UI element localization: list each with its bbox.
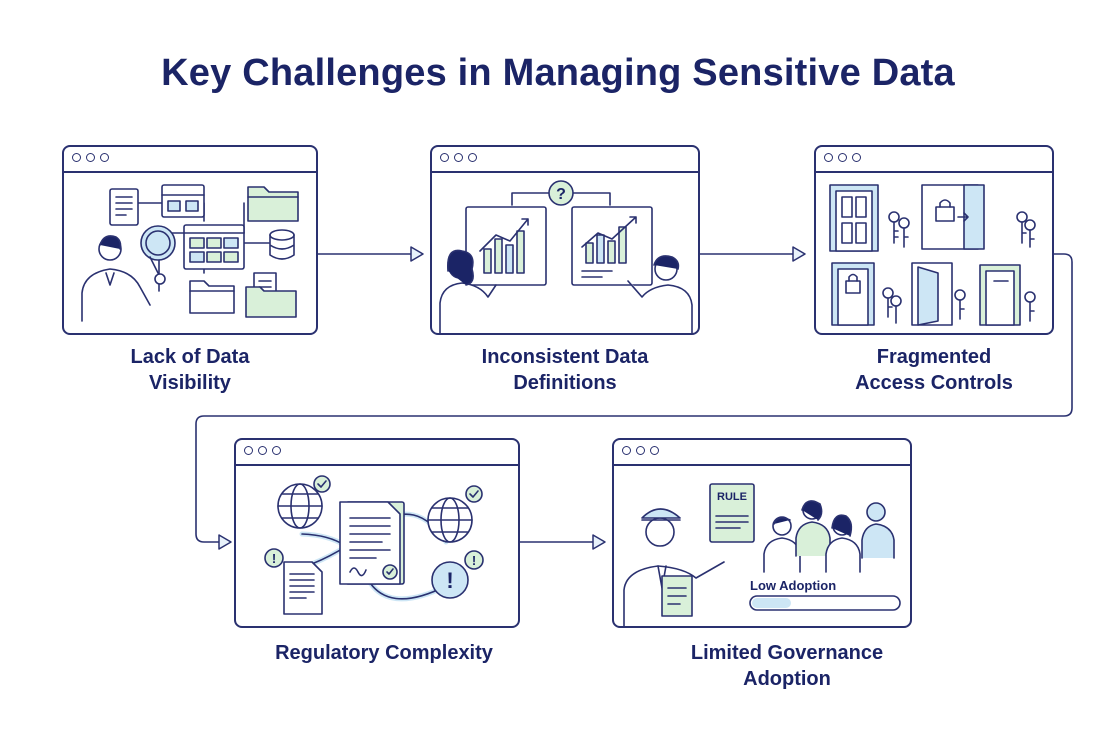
window-titlebar bbox=[816, 147, 1052, 173]
magnifier-data-icon bbox=[81, 184, 299, 322]
window-titlebar bbox=[614, 440, 910, 466]
chart-people-illustration: ? bbox=[439, 180, 693, 333]
window-titlebar bbox=[236, 440, 518, 466]
window-titlebar bbox=[64, 147, 316, 173]
page-title: Key Challenges in Managing Sensitive Dat… bbox=[161, 52, 955, 94]
question-icon: ? bbox=[556, 186, 566, 203]
card-data-definitions: ? bbox=[430, 145, 700, 335]
arrow-3-4 bbox=[195, 253, 1073, 543]
officer-team-icon: RULE Low Adoption bbox=[623, 483, 901, 626]
globe-document-icon: ! ! ! bbox=[264, 475, 484, 615]
alert-icon: ! bbox=[472, 553, 476, 568]
card-access-controls bbox=[814, 145, 1054, 335]
door-key-icon bbox=[829, 184, 1036, 326]
label-regulatory-complexity: Regulatory Complexity bbox=[275, 642, 493, 664]
book-label: RULE bbox=[717, 491, 747, 503]
window-titlebar bbox=[432, 147, 698, 173]
adoption-progress-fill bbox=[752, 598, 791, 608]
alert-icon: ! bbox=[272, 551, 276, 566]
alert-icon: ! bbox=[446, 568, 453, 593]
card-data-visibility bbox=[62, 145, 318, 335]
card-regulatory-complexity: ! ! ! bbox=[234, 438, 520, 628]
card-governance-adoption: RULE Low Adoption bbox=[612, 438, 912, 628]
progress-label: Low Adoption bbox=[750, 578, 836, 593]
